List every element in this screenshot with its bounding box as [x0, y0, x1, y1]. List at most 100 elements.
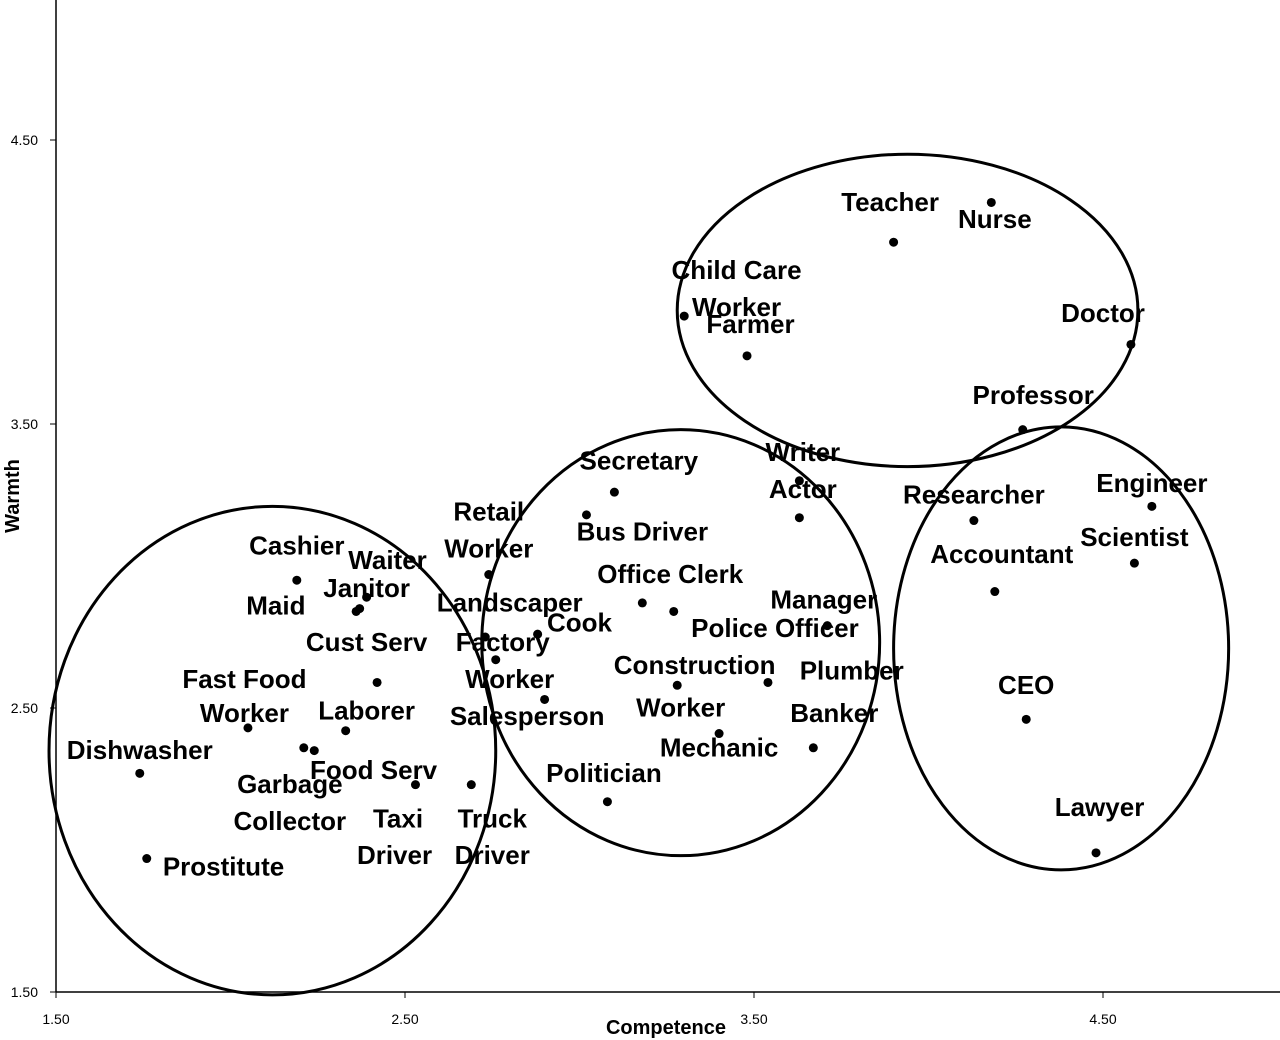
point-label: Retail [453, 497, 524, 527]
data-points [135, 197, 1157, 864]
data-point [986, 197, 996, 207]
data-point [969, 516, 979, 526]
x-tick-label: 2.50 [391, 1011, 418, 1027]
data-point [299, 743, 309, 753]
tick-labels: 1.50 2.50 3.50 4.50 1.50 2.50 3.50 4.50 [11, 132, 1117, 1027]
y-axis-title: Warmth [2, 459, 24, 533]
point-label: Worker [636, 693, 725, 723]
point-label: Driver [357, 840, 432, 870]
x-tick-label: 1.50 [42, 1011, 69, 1027]
point-label: Dishwasher [67, 735, 213, 765]
data-point [372, 677, 382, 687]
point-label: Teacher [841, 187, 939, 217]
point-label: Accountant [930, 539, 1073, 569]
y-tick-label: 1.50 [11, 984, 38, 1000]
point-label: Professor [973, 380, 1094, 410]
data-point [1147, 501, 1157, 511]
data-point [672, 680, 682, 690]
point-label: Secretary [580, 445, 699, 475]
data-point [822, 621, 832, 631]
point-label: Fast Food [182, 664, 306, 694]
point-label: Farmer [706, 309, 794, 339]
point-label: Driver [455, 840, 530, 870]
point-label: Cashier [249, 531, 344, 561]
point-label: Nurse [958, 204, 1032, 234]
y-tick-label: 4.50 [11, 132, 38, 148]
point-label: Landscaper [437, 587, 583, 617]
point-label: Worker [465, 664, 554, 694]
point-label: Cust Serv [306, 627, 428, 657]
point-label: Researcher [903, 480, 1045, 510]
point-label: Factory [456, 627, 550, 657]
data-point [484, 570, 494, 580]
y-tick-label: 2.50 [11, 700, 38, 716]
point-label: Worker [692, 292, 781, 322]
point-label: Lawyer [1055, 792, 1145, 822]
point-label: Construction [614, 650, 776, 680]
point-label: Prostitute [163, 852, 284, 882]
point-label: Collector [233, 806, 346, 836]
point-label: Police Officer [691, 613, 859, 643]
data-point [808, 743, 818, 753]
cluster-ellipse-1 [47, 504, 498, 997]
data-point [540, 694, 550, 704]
point-label: Waiter [348, 545, 427, 575]
data-point [362, 592, 372, 602]
point-label: Politician [546, 758, 662, 788]
data-point [637, 598, 647, 608]
data-point [351, 606, 361, 616]
data-point [763, 677, 773, 687]
point-label: Maid [246, 590, 305, 620]
point-label: Engineer [1096, 468, 1207, 498]
x-tick-label: 4.50 [1089, 1011, 1116, 1027]
point-label: Scientist [1080, 522, 1189, 552]
x-tick-label: 3.50 [740, 1011, 767, 1027]
data-point [1091, 848, 1101, 858]
point-label: Worker [200, 698, 289, 728]
data-point [581, 510, 591, 520]
data-point [533, 629, 543, 639]
point-label: Food Serv [310, 755, 438, 785]
cluster-ellipse-4 [892, 425, 1231, 872]
point-label: Laborer [318, 695, 415, 725]
data-point [243, 723, 253, 733]
data-point [742, 351, 752, 361]
point-label: Manager [770, 585, 877, 615]
x-axis-title: Competence [606, 1017, 726, 1039]
point-label: CEO [998, 670, 1054, 700]
y-tick-label: 3.50 [11, 416, 38, 432]
data-point [142, 854, 152, 864]
point-label: Salesperson [450, 701, 605, 731]
point-label: Office Clerk [597, 559, 743, 589]
data-point [794, 476, 804, 486]
data-point [1021, 714, 1031, 724]
axes [55, 0, 1280, 993]
data-point [679, 311, 689, 321]
data-point [609, 487, 619, 497]
cluster-ellipses [47, 152, 1231, 997]
cluster-ellipse-3 [675, 152, 1140, 469]
data-point [889, 237, 899, 247]
data-point [1129, 558, 1139, 568]
cluster-ellipse-2 [480, 428, 882, 858]
data-point [491, 655, 501, 665]
data-point [341, 726, 351, 736]
data-point [135, 768, 145, 778]
point-label: Doctor [1061, 298, 1145, 328]
data-point [292, 575, 302, 585]
data-point [990, 587, 1000, 597]
point-label: Garbage [237, 769, 343, 799]
data-point [1126, 339, 1136, 349]
point-label: Bus Driver [577, 516, 709, 546]
data-point [309, 746, 319, 756]
point-label: Truck [458, 803, 528, 833]
data-point [669, 606, 679, 616]
point-label: Cook [547, 607, 613, 637]
point-label: Child Care [672, 255, 802, 285]
point-label: Janitor [323, 573, 410, 603]
point-label: Plumber [800, 656, 904, 686]
point-label: Actor [769, 474, 837, 504]
point-label: Writer [766, 437, 841, 467]
